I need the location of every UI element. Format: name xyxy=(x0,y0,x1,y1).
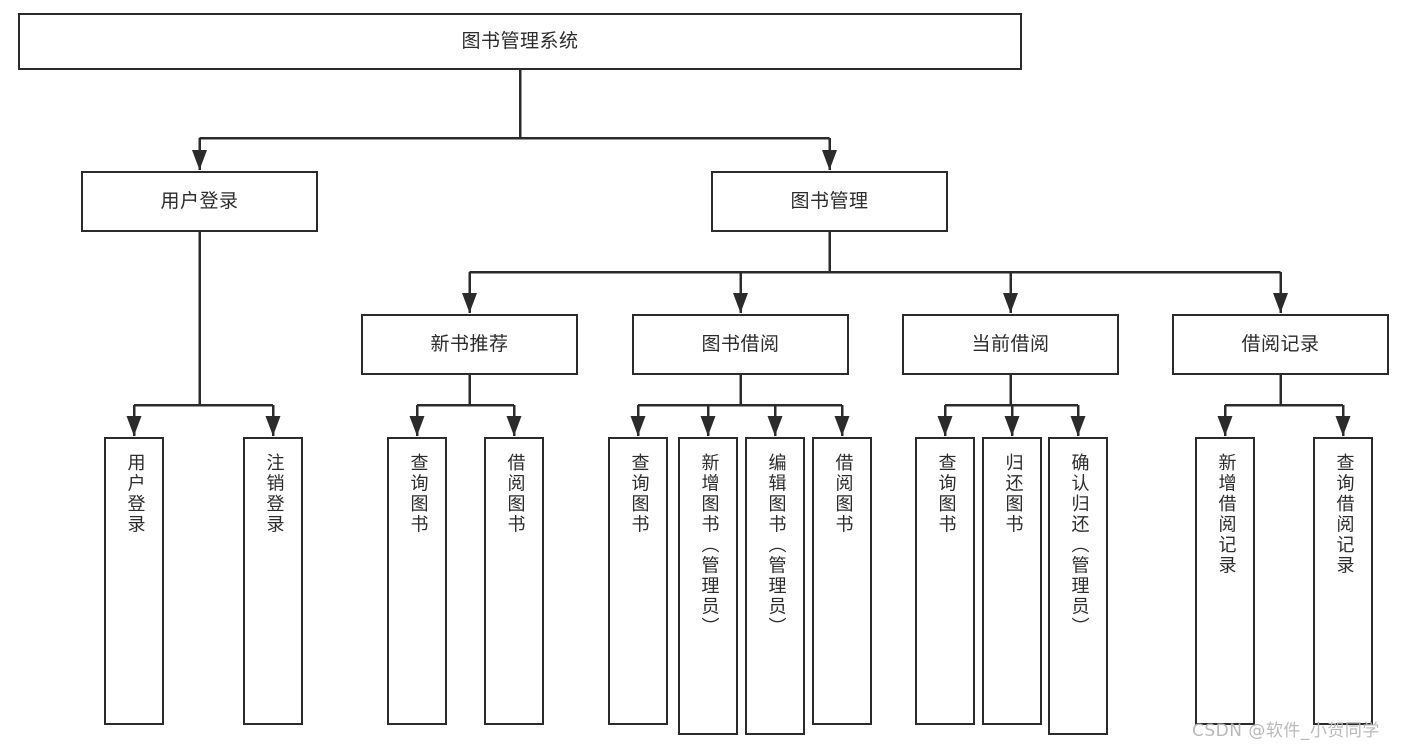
node-label: 新书推荐 xyxy=(430,333,509,356)
node-label: 当前借阅 xyxy=(971,333,1050,356)
node-leaf-borrow-book-a[interactable]: 借阅图书 xyxy=(484,437,544,725)
node-leaf-return-book[interactable]: 归还图书 xyxy=(982,437,1042,725)
arrow-head-icon xyxy=(1273,293,1288,313)
node-label: 借阅图书 xyxy=(504,453,526,535)
arrow-head-icon xyxy=(1003,293,1018,313)
arrow-head-icon xyxy=(126,416,142,436)
node-n-book-borrow[interactable]: 图书借阅 xyxy=(632,314,849,375)
arrow-head-icon xyxy=(767,416,783,436)
arrow-head-icon xyxy=(1335,416,1351,436)
node-leaf-confirm-return[interactable]: 确认归还（管理员） xyxy=(1048,437,1108,735)
arrow-head-icon xyxy=(630,416,646,436)
arrow-head-icon xyxy=(506,416,522,436)
arrow-head-icon xyxy=(822,150,837,170)
node-label: 注销登录 xyxy=(263,453,285,535)
node-label: 图书管理系统 xyxy=(461,30,579,53)
node-label: 查询图书 xyxy=(935,453,957,535)
node-n-current-borrow[interactable]: 当前借阅 xyxy=(902,314,1119,375)
node-label: 借阅记录 xyxy=(1241,333,1320,356)
node-label: 查询借阅记录 xyxy=(1333,453,1355,576)
node-label: 新增图书（管理员） xyxy=(698,453,720,638)
node-label: 用户登录 xyxy=(160,190,239,213)
arrow-head-icon xyxy=(700,416,716,436)
arrow-head-icon xyxy=(937,416,953,436)
node-label: 新增借阅记录 xyxy=(1215,453,1237,576)
node-leaf-query-book-a[interactable]: 查询图书 xyxy=(387,437,447,725)
node-label: 图书借阅 xyxy=(701,333,780,356)
arrow-head-icon xyxy=(1070,416,1086,436)
node-n-user-login[interactable]: 用户登录 xyxy=(81,171,318,232)
node-leaf-query-record[interactable]: 查询借阅记录 xyxy=(1313,437,1373,725)
node-label: 查询图书 xyxy=(407,453,429,535)
node-n-borrow-record[interactable]: 借阅记录 xyxy=(1172,314,1389,375)
node-leaf-borrow-book-b[interactable]: 借阅图书 xyxy=(812,437,872,725)
node-leaf-edit-book[interactable]: 编辑图书（管理员） xyxy=(745,437,805,735)
arrow-head-icon xyxy=(733,293,748,313)
node-leaf-add-record[interactable]: 新增借阅记录 xyxy=(1195,437,1255,725)
node-leaf-query-book-c[interactable]: 查询图书 xyxy=(915,437,975,725)
node-leaf-query-book-b[interactable]: 查询图书 xyxy=(608,437,668,725)
arrow-head-icon xyxy=(409,416,425,436)
node-leaf-logout[interactable]: 注销登录 xyxy=(243,437,303,725)
node-n-book-mgmt[interactable]: 图书管理 xyxy=(711,171,948,232)
arrow-head-icon xyxy=(265,416,281,436)
node-leaf-user-login[interactable]: 用户登录 xyxy=(104,437,164,725)
arrow-head-icon xyxy=(192,150,207,170)
node-label: 确认归还（管理员） xyxy=(1068,453,1090,638)
arrow-head-icon xyxy=(1004,416,1020,436)
arrow-head-icon xyxy=(1217,416,1233,436)
node-n-new-book-rec[interactable]: 新书推荐 xyxy=(361,314,578,375)
arrow-head-icon xyxy=(834,416,850,436)
node-label: 图书管理 xyxy=(790,190,869,213)
node-label: 归还图书 xyxy=(1002,453,1024,535)
node-label: 编辑图书（管理员） xyxy=(765,453,787,638)
node-label: 用户登录 xyxy=(124,453,146,535)
node-label: 查询图书 xyxy=(628,453,650,535)
node-root[interactable]: 图书管理系统 xyxy=(18,13,1022,70)
arrow-head-icon xyxy=(462,293,477,313)
node-label: 借阅图书 xyxy=(832,453,854,535)
node-leaf-add-book[interactable]: 新增图书（管理员） xyxy=(678,437,738,735)
